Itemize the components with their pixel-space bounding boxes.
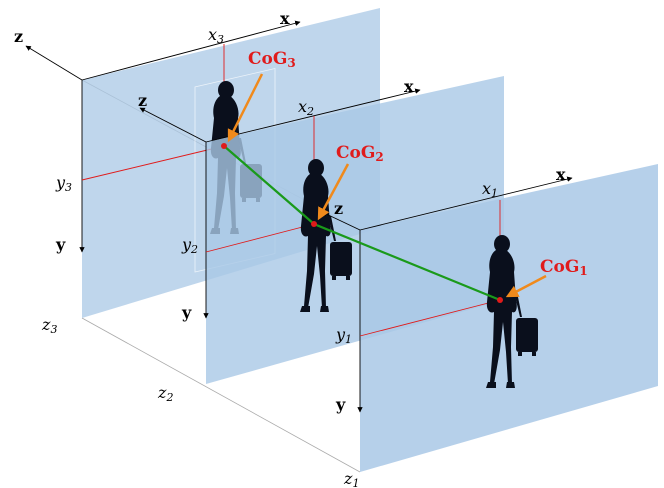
plane-2-y-guide: [205, 223, 315, 253]
plane-3-z-value-label: z3: [41, 315, 57, 336]
plane-2-z-value-label: z2: [157, 383, 173, 404]
cog-3-arrow: [227, 73, 264, 143]
plane-1-z-value-label: z1: [343, 469, 359, 488]
cog-3-label: CoG3: [248, 49, 296, 70]
plane-3-z-axis: [25, 45, 83, 81]
plane-3-y-guide: [81, 145, 225, 181]
plane-2-z-axis-label: z: [138, 91, 147, 110]
plane-3-x-axis-label: x: [280, 9, 290, 28]
plane-3-y-axis-label: y: [55, 235, 66, 254]
plane-2-z-axis: [139, 107, 207, 143]
cog-2-label: CoG2: [336, 143, 384, 164]
cog-1-label: CoG1: [540, 257, 588, 278]
plane-1-y-guide: [359, 299, 501, 337]
cog-2-arrow: [317, 163, 350, 221]
depth-guide-lower: [81, 317, 361, 473]
plane-1-x-value-label: x1: [482, 179, 498, 200]
plane-2-x-axis: [205, 88, 421, 143]
plane-2-y-value-label: y2: [181, 235, 198, 256]
cog-2-point: [311, 221, 317, 227]
cog-1-point: [497, 297, 503, 303]
plane-1: [321, 164, 658, 472]
plane-2-x-axis-label: x: [404, 77, 414, 96]
plane-1-x-axis-label: x: [556, 165, 566, 184]
plane-3-x-value-label: x3: [208, 25, 224, 46]
plane-1-z-axis-label: z: [334, 199, 343, 218]
plane-3-x-axis: [81, 20, 301, 81]
plane-2-y-axis-label: y: [181, 303, 192, 322]
cog-3-point: [221, 143, 227, 149]
plane-1-y-axis-label: y: [335, 395, 346, 414]
plane-3-z-axis-label: z: [14, 27, 23, 46]
plane-1-y-value-label: y1: [335, 325, 352, 346]
plane-2-x-value-label: x2: [298, 97, 314, 118]
plane-1-x-axis: [359, 176, 573, 231]
cog-1-arrow: [505, 274, 547, 298]
plane-3-y-value-label: y3: [55, 173, 72, 194]
